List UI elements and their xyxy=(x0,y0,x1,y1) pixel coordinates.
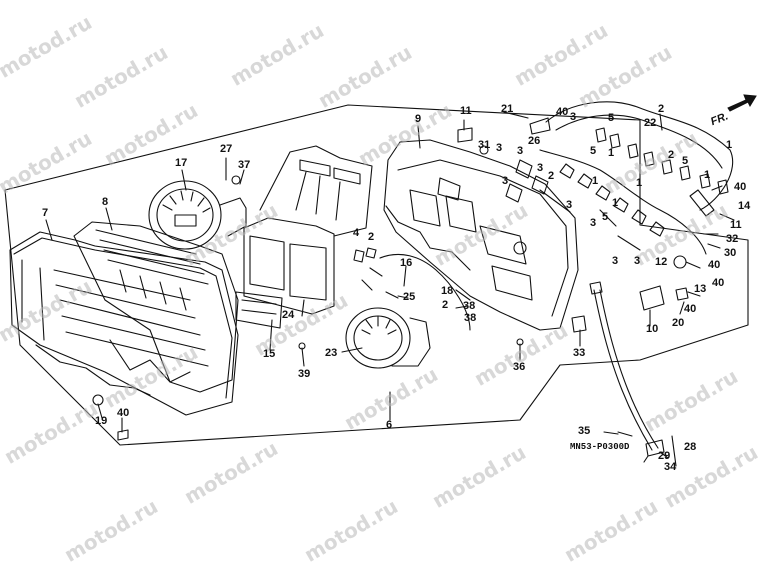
callout-11: 11 xyxy=(460,105,472,117)
callout-39: 39 xyxy=(298,368,311,380)
callout-16: 16 xyxy=(400,257,413,269)
callout-18: 18 xyxy=(441,285,454,297)
callout-6: 6 xyxy=(386,419,393,431)
callout-25: 25 xyxy=(403,291,416,303)
callout-24: 24 xyxy=(282,309,295,321)
center-meter-unit xyxy=(243,217,335,315)
callout-3: 3 xyxy=(570,111,577,123)
meter-case xyxy=(73,221,239,393)
callout-5: 5 xyxy=(682,155,689,167)
callout-32: 32 xyxy=(726,233,739,245)
callout-23: 23 xyxy=(325,347,338,359)
callout-5: 5 xyxy=(608,112,615,124)
callout-3: 3 xyxy=(612,255,619,267)
callout-13: 13 xyxy=(694,283,707,295)
callout-1: 1 xyxy=(608,147,615,159)
callout-2: 2 xyxy=(668,149,675,161)
callout-22: 22 xyxy=(644,117,657,129)
diagram-code: MN53-P0300D xyxy=(570,442,630,452)
callout-1: 1 xyxy=(704,169,711,181)
callout-3: 3 xyxy=(590,217,597,229)
callout-4: 4 xyxy=(353,227,360,239)
callout-21: 21 xyxy=(501,103,514,115)
callout-3: 3 xyxy=(537,162,544,174)
speedometer xyxy=(345,307,411,369)
callout-5: 5 xyxy=(602,211,609,223)
callout-40: 40 xyxy=(708,259,721,271)
callout-1: 1 xyxy=(612,197,619,209)
callout-17: 17 xyxy=(175,157,188,169)
callout-2: 2 xyxy=(368,231,375,243)
callout-31: 31 xyxy=(478,139,491,151)
callout-29: 29 xyxy=(658,450,671,462)
callout-40: 40 xyxy=(712,277,725,289)
callout-2: 2 xyxy=(548,170,555,182)
small-plate xyxy=(639,285,665,311)
assembly-outline xyxy=(4,104,749,446)
callout-37: 37 xyxy=(238,159,251,171)
callout-38: 38 xyxy=(464,312,477,324)
callout-12: 12 xyxy=(655,256,668,268)
panel-housing xyxy=(9,231,239,416)
wiring-harness xyxy=(545,101,734,211)
callout-14: 14 xyxy=(738,200,751,212)
callout-40: 40 xyxy=(734,181,747,193)
callout-1: 1 xyxy=(726,139,733,151)
speedo-cable xyxy=(593,289,653,451)
callout-8: 8 xyxy=(102,196,109,208)
callout-15: 15 xyxy=(263,348,276,360)
callout-40: 40 xyxy=(556,106,569,118)
callout-28: 28 xyxy=(684,441,697,453)
rear-cover xyxy=(383,139,579,331)
callout-2: 2 xyxy=(442,299,449,311)
callout-1: 1 xyxy=(636,177,643,189)
callout-2: 2 xyxy=(658,103,665,115)
callout-7: 7 xyxy=(42,207,49,219)
callout-20: 20 xyxy=(672,317,685,329)
callout-19: 19 xyxy=(95,415,108,427)
callout-27: 27 xyxy=(220,143,233,155)
callout-1: 1 xyxy=(592,175,599,187)
callout-30: 30 xyxy=(724,247,737,259)
callout-34: 34 xyxy=(664,461,677,473)
callout-38: 38 xyxy=(463,300,476,312)
callout-3: 3 xyxy=(502,175,509,187)
callout-11: 11 xyxy=(730,219,742,231)
callout-36: 36 xyxy=(513,361,526,373)
callout-9: 9 xyxy=(415,113,422,125)
callout-10: 10 xyxy=(646,323,659,335)
callout-5: 5 xyxy=(590,145,597,157)
callout-3: 3 xyxy=(496,142,503,154)
callout-35: 35 xyxy=(578,425,591,437)
callout-40: 40 xyxy=(117,407,130,419)
callout-26: 26 xyxy=(528,135,541,147)
tachometer xyxy=(148,180,222,250)
front-direction-arrow-icon xyxy=(727,94,757,112)
callout-40: 40 xyxy=(684,303,697,315)
callout-3: 3 xyxy=(634,255,641,267)
callout-3: 3 xyxy=(566,199,573,211)
callout-3: 3 xyxy=(517,145,524,157)
callout-33: 33 xyxy=(573,347,586,359)
